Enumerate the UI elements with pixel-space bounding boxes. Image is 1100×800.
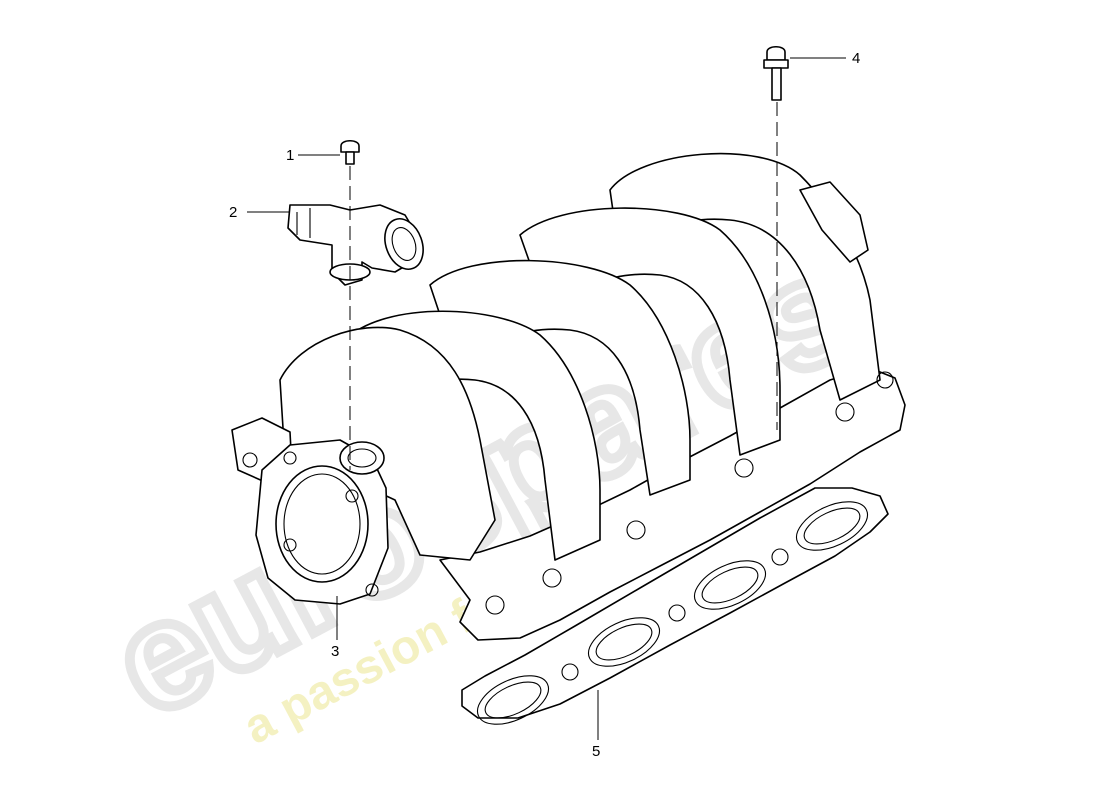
- screw: [340, 139, 360, 165]
- callout-1: 1: [286, 147, 294, 164]
- breather-pipe: [287, 204, 424, 286]
- callout-3: 3: [331, 643, 339, 660]
- intake-gasket: [461, 487, 889, 725]
- callout-2: 2: [229, 204, 237, 221]
- intake-manifold: [231, 152, 906, 641]
- callout-5: 5: [592, 743, 600, 760]
- callout-4: 4: [852, 50, 860, 67]
- bolt: [763, 45, 789, 101]
